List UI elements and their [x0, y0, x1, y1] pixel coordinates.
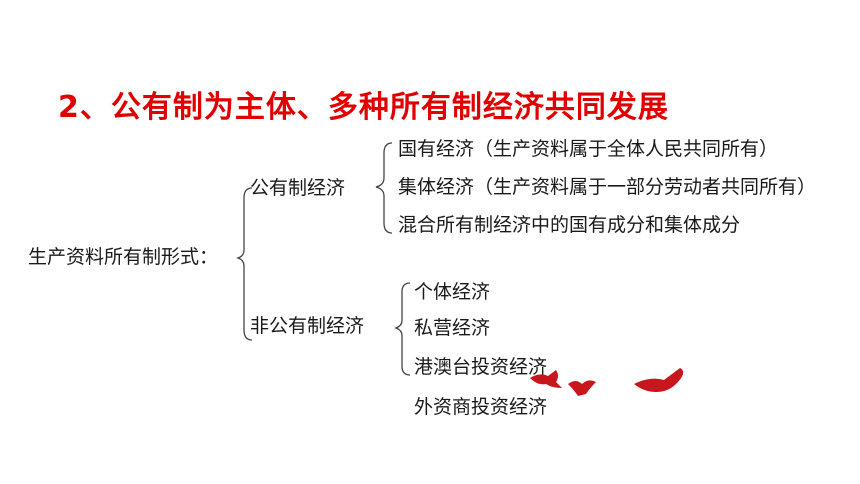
public-item-1: 国有经济（生产资料属于全体人民共同所有）: [398, 138, 779, 160]
branch-label-public: 公有制经济: [250, 177, 346, 199]
dove-icon: [530, 370, 562, 388]
public-brace: [375, 142, 393, 234]
root-label: 生产资料所有制形式：: [28, 246, 219, 268]
nonpublic-item-4: 外资商投资经济: [414, 396, 548, 418]
public-item-2: 集体经济（生产资料属于一部分劳动者共同所有）: [398, 176, 817, 198]
root-brace: [235, 187, 253, 341]
branch-label-nonpublic: 非公有制经济: [250, 315, 365, 337]
public-item-3: 混合所有制经济中的国有成分和集体成分: [398, 214, 741, 236]
dove-icon: [634, 368, 684, 392]
nonpublic-item-3: 港澳台投资经济: [414, 356, 548, 378]
nonpublic-item-1: 个体经济: [414, 281, 491, 303]
nonpublic-item-2: 私营经济: [414, 317, 491, 339]
slide-title: 2、公有制为主体、多种所有制经济共同发展: [58, 90, 669, 125]
nonpublic-brace: [393, 282, 411, 376]
dove-icon: [568, 380, 596, 396]
